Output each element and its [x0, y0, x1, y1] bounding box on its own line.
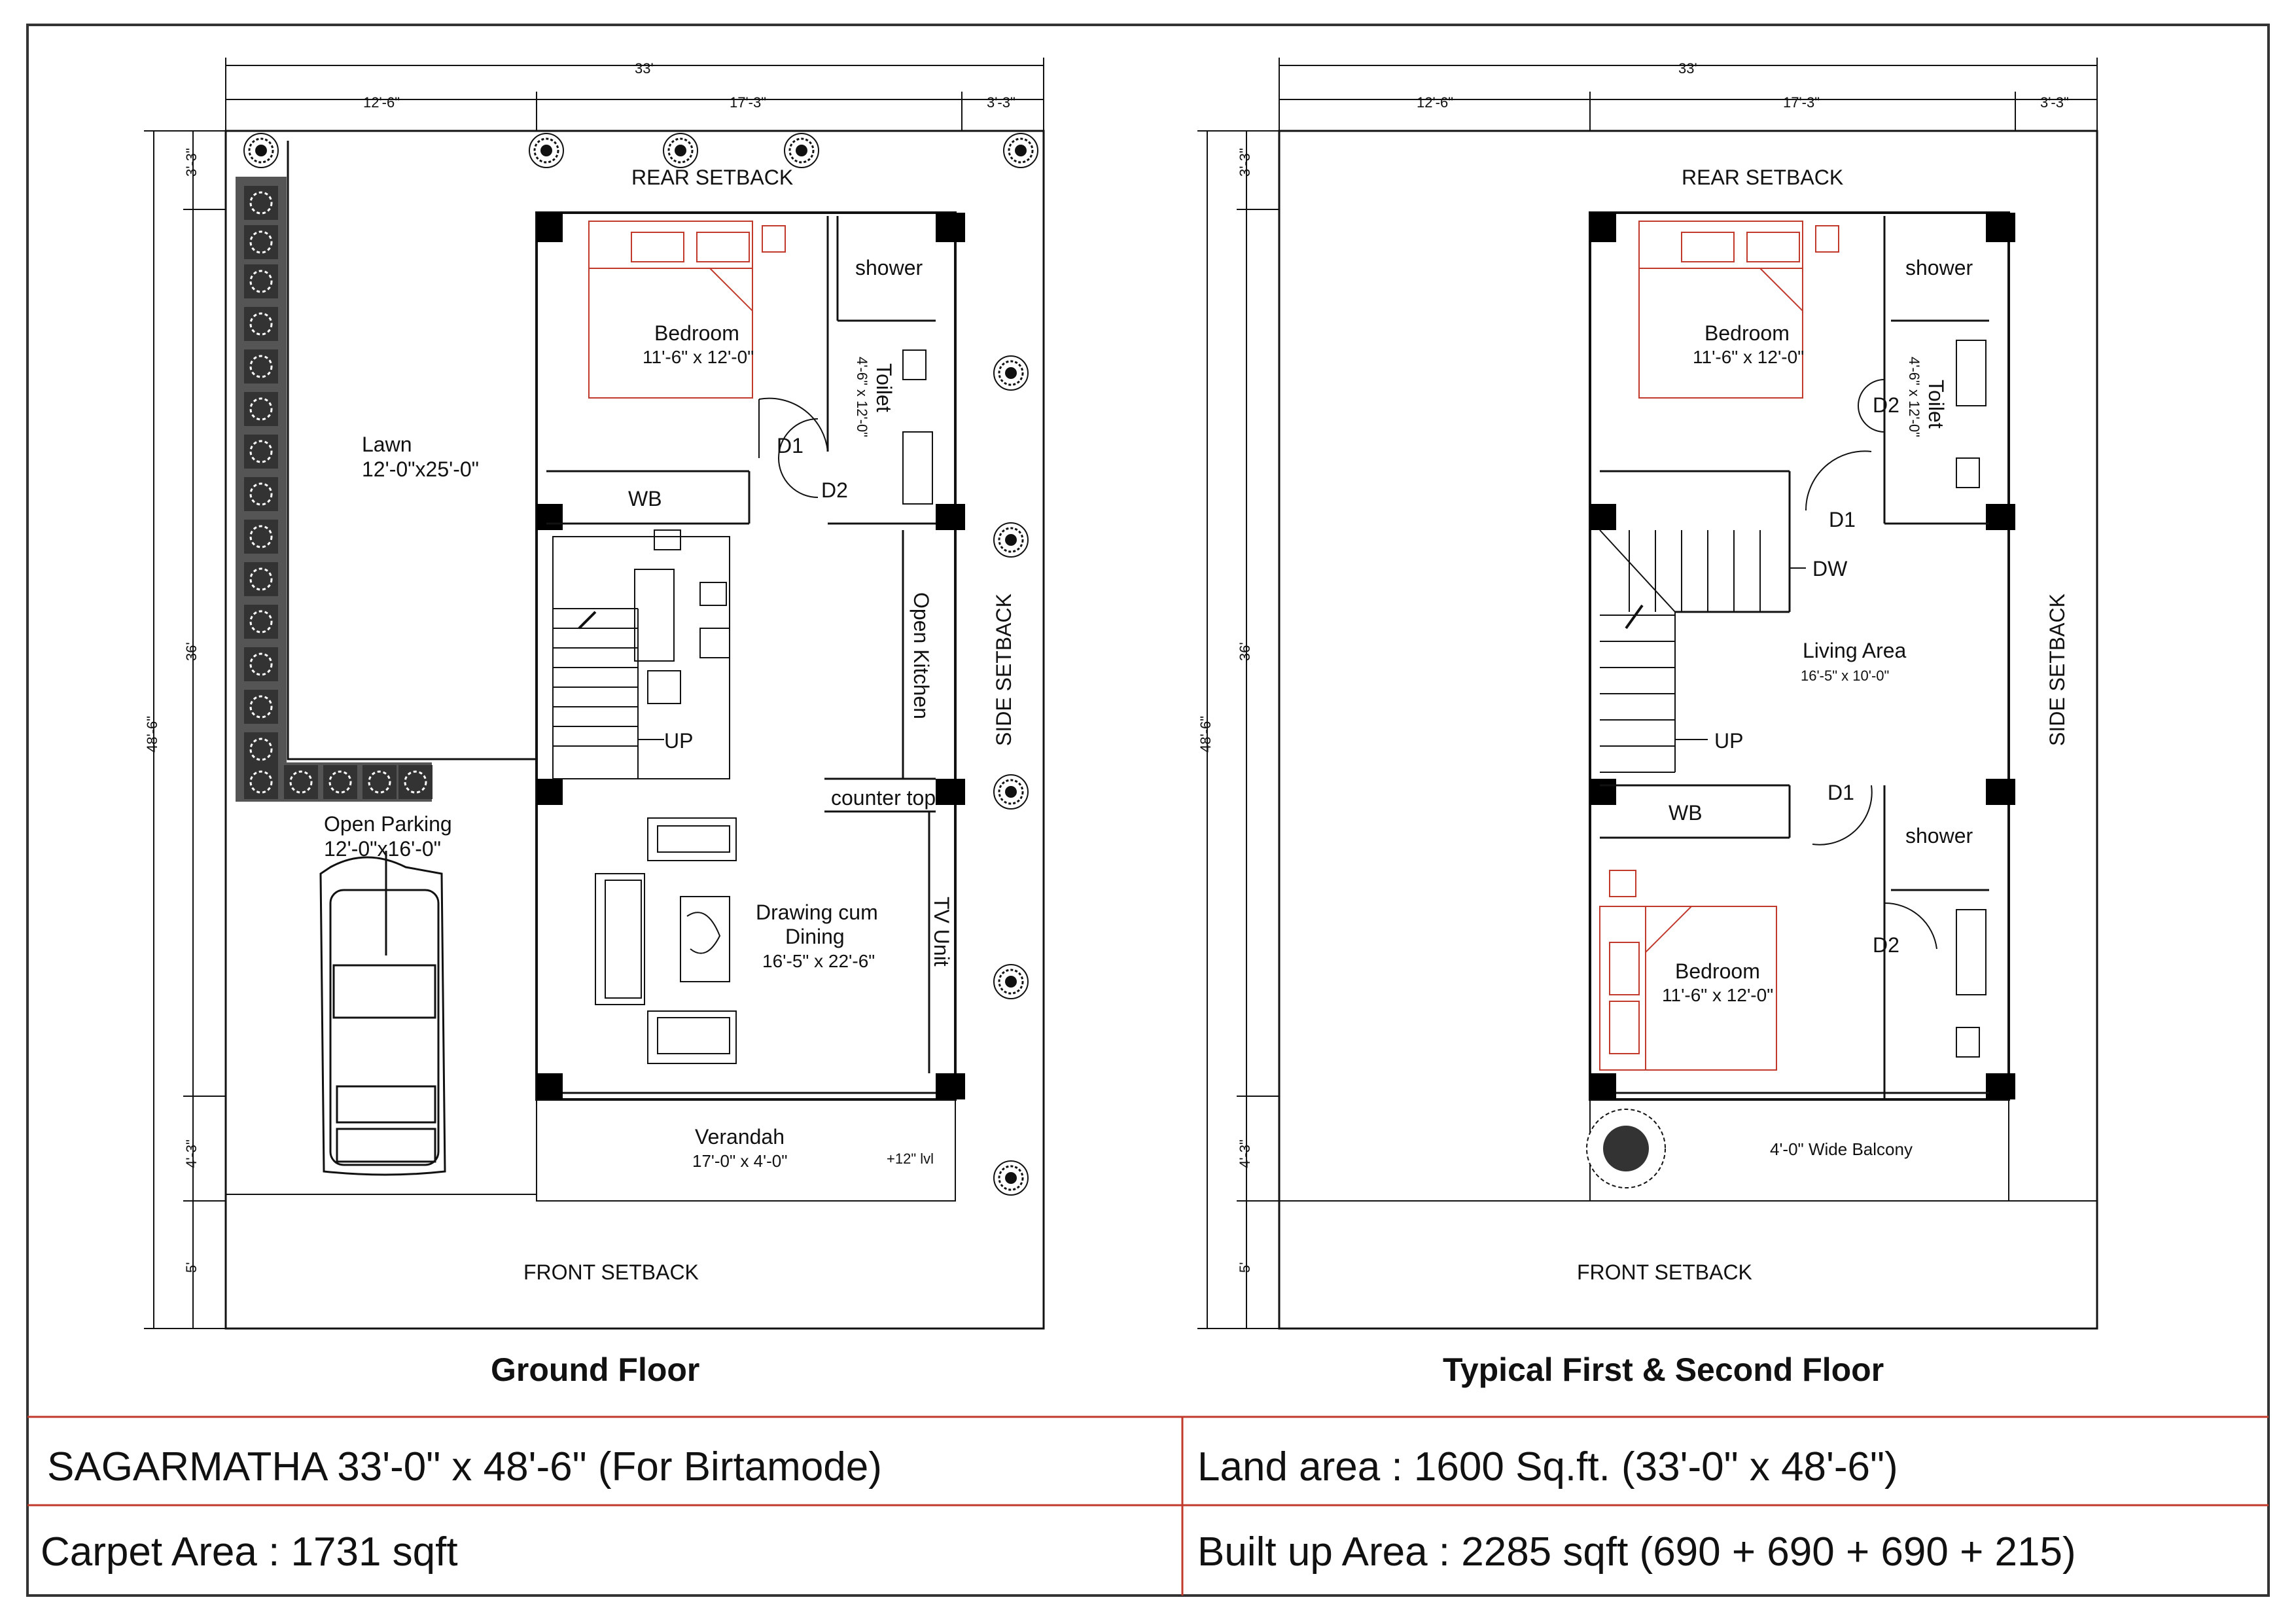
shower-2-label: shower: [1905, 824, 1973, 847]
dim-width-2: 17'-3": [1783, 94, 1820, 111]
dim-width-1: 12'-6": [363, 94, 400, 111]
tv-unit-label: TV Unit: [930, 897, 953, 967]
toilet-size: 4'-6" x 12'-0": [854, 357, 870, 437]
info-table: SAGARMATHA 33'-0" x 48'-6" (For Birtamod…: [27, 1416, 2269, 1596]
drawing-label-2: Dining: [785, 925, 845, 948]
dim-width-3: 3'-3": [987, 94, 1016, 111]
parking-size: 12'-0"x16'-0": [324, 837, 441, 861]
verandah-size: 17'-0" x 4'-0": [692, 1151, 787, 1171]
dim-total-height: 48'-6": [144, 716, 160, 753]
counter-top-label: counter top: [831, 786, 936, 810]
side-setback-label: SIDE SETBACK: [992, 594, 1016, 746]
first-floor-title: Typical First & Second Floor: [1443, 1351, 1884, 1388]
lawn-size: 12'-0"x25'-0": [362, 457, 479, 481]
parking-label: Open Parking: [324, 812, 452, 836]
dim-overall-width: 33': [635, 60, 654, 77]
dim-width-3: 3'-3": [2040, 94, 2069, 111]
door-d1-a-label: D1: [1829, 508, 1856, 531]
bedroom-label: Bedroom: [654, 321, 739, 345]
drawing-size: 16'-5" x 22'-6": [762, 951, 875, 971]
bedroom-size: 11'-6" x 12'-0": [643, 347, 754, 367]
dim-verandah: 4'-3": [1237, 1139, 1253, 1168]
stair-up-label: UP: [1714, 729, 1743, 753]
dim-width-1: 12'-6": [1417, 94, 1453, 111]
verandah-label: Verandah: [695, 1125, 785, 1149]
wash-basin-label: WB: [628, 487, 662, 510]
side-setback-label: SIDE SETBACK: [2045, 594, 2069, 746]
lawn-label: Lawn: [362, 433, 412, 456]
dw-label: DW: [1812, 557, 1848, 580]
drawing-label-1: Drawing cum: [756, 901, 878, 924]
ground-floor-title: Ground Floor: [491, 1351, 699, 1388]
bedroom-2-size: 11'-6" x 12'-0": [1662, 985, 1773, 1005]
dim-total-height: 48'-6": [1197, 716, 1214, 753]
first-floor-plan: 33' 12'-6" 17'-3" 3'-3" 3'-3" 36' 48'-6"…: [1197, 58, 2098, 1388]
dim-front: 5': [1237, 1262, 1253, 1273]
dim-mid: 36': [183, 642, 200, 661]
door-d2-label: D2: [821, 478, 848, 502]
dim-overall-width: 33': [1678, 60, 1697, 77]
wash-basin-label: WB: [1669, 801, 1703, 825]
door-d1-b-label: D1: [1828, 781, 1854, 804]
dim-rear: 3'-3": [183, 148, 200, 177]
shower-1-label: shower: [1905, 256, 1973, 279]
front-setback-label: FRONT SETBACK: [523, 1260, 699, 1284]
dim-mid: 36': [1237, 642, 1253, 661]
bedroom-1-label: Bedroom: [1704, 321, 1790, 345]
rear-setback-label: REAR SETBACK: [1682, 166, 1843, 189]
land-area: Land area : 1600 Sq.ft. (33'-0" x 48'-6"…: [1197, 1444, 1898, 1489]
car-icon: [319, 851, 446, 1176]
dim-verandah: 4'-3": [183, 1139, 200, 1168]
door-d2-b-label: D2: [1873, 933, 1899, 957]
carpet-area: Carpet Area : 1731 sqft: [41, 1529, 458, 1575]
toilet-size: 4'-6" x 12'-0": [1906, 357, 1922, 437]
ground-floor-plan: 33' 12'-6" 17'-3" 3'-3" 3'-3" 36' 48'-6"…: [144, 58, 1045, 1388]
stair-up-label: UP: [664, 729, 693, 753]
living-area-size: 16'-5" x 10'-0": [1801, 668, 1889, 684]
toilet-label: Toilet: [1924, 380, 1948, 429]
front-setback-label: FRONT SETBACK: [1577, 1260, 1752, 1284]
level-note: +12" lvl: [887, 1150, 934, 1167]
toilet-label: Toilet: [872, 363, 896, 412]
dim-rear: 3'-3": [1237, 148, 1253, 177]
tree-icon: [1586, 1109, 1666, 1188]
shower-label: shower: [855, 256, 923, 279]
bedroom-2-label: Bedroom: [1675, 959, 1760, 983]
balcony-label: 4'-0" Wide Balcony: [1770, 1139, 1913, 1159]
built-up-area: Built up Area : 2285 sqft (690 + 690 + 6…: [1197, 1529, 2076, 1575]
door-d1-label: D1: [777, 434, 804, 457]
project-title: SAGARMATHA 33'-0" x 48'-6" (For Birtamod…: [47, 1444, 882, 1489]
dim-front: 5': [183, 1262, 200, 1273]
dim-width-2: 17'-3": [730, 94, 766, 111]
rear-setback-label: REAR SETBACK: [631, 166, 793, 189]
bedroom-1-size: 11'-6" x 12'-0": [1693, 347, 1804, 367]
living-area-label: Living Area: [1803, 639, 1907, 662]
door-d2-a-label: D2: [1873, 393, 1899, 417]
open-kitchen-label: Open Kitchen: [910, 592, 933, 719]
